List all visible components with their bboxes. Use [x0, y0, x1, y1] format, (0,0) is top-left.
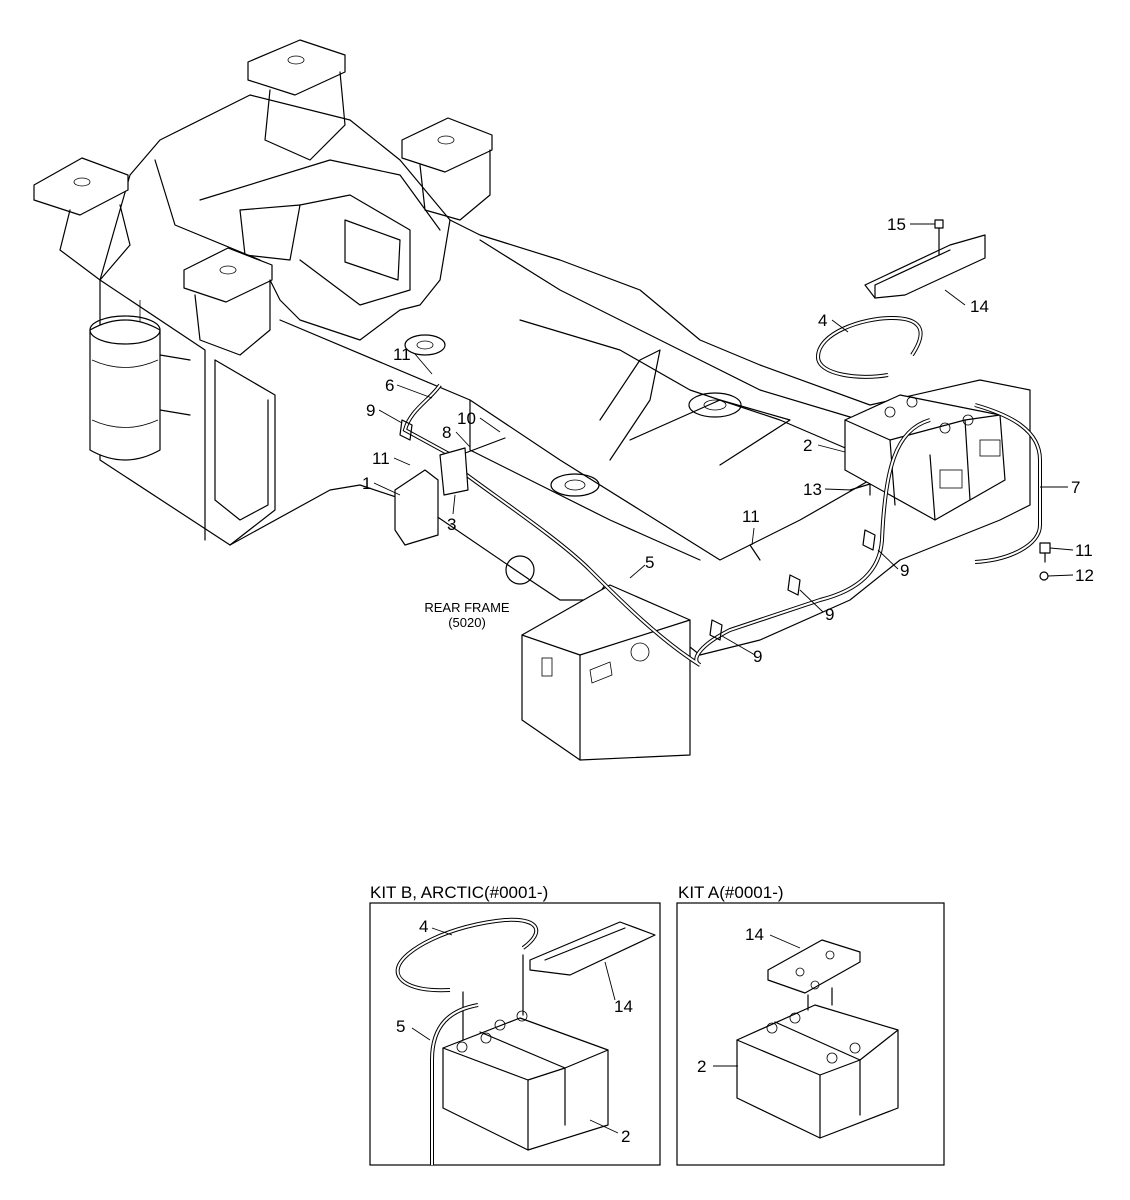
- bolts-and-clips: [394, 219, 1051, 641]
- battery-cover: [864, 234, 986, 299]
- frame-code: (5020): [448, 615, 486, 630]
- callout-7: 7: [1071, 478, 1080, 497]
- kit-a-callout-2: 2: [697, 1057, 706, 1076]
- frame-label: REAR FRAME: [424, 600, 510, 615]
- callout-11: 11: [393, 345, 411, 364]
- kit-a-frame: [676, 902, 945, 1166]
- kit-b-callout-4: 4: [419, 917, 428, 936]
- callout-5: 5: [645, 553, 654, 572]
- callout-6: 6: [385, 376, 394, 395]
- rear-frame-drawing: [33, 39, 1031, 761]
- main-callouts: 15 14 4 11 6 9 10 8 2 11 1 3 13 7 11 9 1…: [362, 215, 1094, 666]
- kit-b-callout-14: 14: [614, 997, 633, 1016]
- callout-8: 8: [442, 423, 451, 442]
- callout-9: 9: [825, 605, 834, 624]
- callout-11: 11: [742, 507, 760, 526]
- kit-a-title: KIT A(#0001-): [678, 883, 784, 902]
- callout-2: 2: [803, 436, 812, 455]
- leader-lines: [373, 223, 1074, 656]
- kit-b-inset: KIT B, ARCTIC(#0001-) 4 14 5 2: [369, 883, 661, 1166]
- battery-group: [844, 394, 1006, 521]
- callout-9: 9: [900, 561, 909, 580]
- rear-frame-label: REAR FRAME (5020): [424, 600, 510, 630]
- callout-1: 1: [362, 474, 371, 493]
- callout-12: 12: [1075, 566, 1094, 585]
- callout-3: 3: [447, 515, 456, 534]
- callout-9: 9: [366, 401, 375, 420]
- kit-a-inset: KIT A(#0001-) 14 2: [676, 883, 945, 1166]
- callout-14: 14: [970, 297, 989, 316]
- callout-11: 11: [372, 449, 390, 468]
- cable-routes: [402, 315, 1042, 667]
- kit-a-callout-14: 14: [745, 925, 764, 944]
- callout-9: 9: [753, 647, 762, 666]
- callout-10: 10: [457, 409, 476, 428]
- callout-11: 11: [1075, 541, 1093, 560]
- callout-13: 13: [803, 480, 822, 499]
- kit-b-frame: [369, 902, 661, 1166]
- callout-4: 4: [818, 311, 827, 330]
- callout-15: 15: [887, 215, 906, 234]
- kit-b-title: KIT B, ARCTIC(#0001-): [370, 883, 548, 902]
- kit-b-callout-2: 2: [621, 1127, 630, 1146]
- kit-b-callout-5: 5: [396, 1017, 405, 1036]
